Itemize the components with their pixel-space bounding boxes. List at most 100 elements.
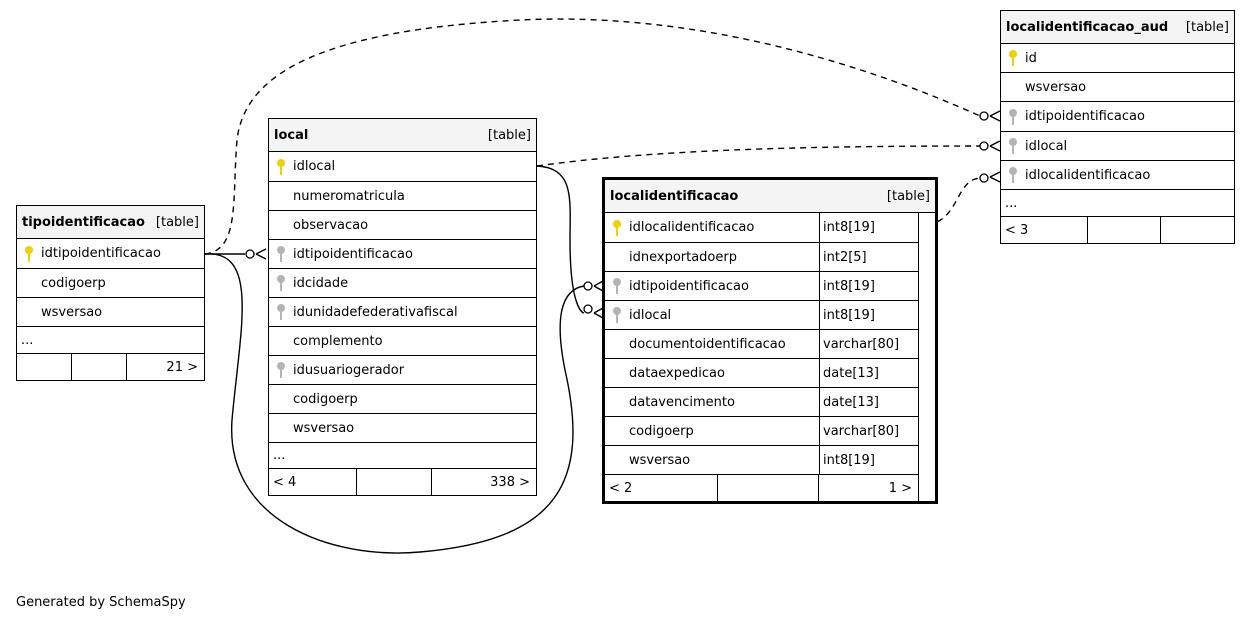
more-columns-row: ... [17, 327, 204, 354]
column-name: dataexpedicao [629, 365, 725, 381]
column-name: idunidadefederativafiscal [293, 304, 458, 320]
column-name: idtipoidentificacao [41, 246, 161, 261]
foreign-key-icon [1009, 138, 1017, 154]
column-name: idtipoidentificacao [1025, 109, 1145, 124]
foreign-key-icon [277, 246, 285, 262]
footer-parents[interactable]: < 4 [269, 469, 357, 495]
more-columns-row: ... [1001, 190, 1234, 217]
column-row[interactable]: wsversao [17, 298, 204, 327]
column-row[interactable]: documentoidentificacao varchar[80] [605, 330, 918, 359]
column-row[interactable]: idlocal [269, 152, 536, 182]
link-local-to-localidentificacao [536, 165, 585, 314]
table-footer: 21 > [17, 354, 204, 380]
table-name: localidentificacao [610, 188, 739, 204]
column-row[interactable]: wsversao int8[19] [605, 446, 918, 475]
table-localidentificacao-aud[interactable]: localidentificacao_aud [table] id wsvers… [1000, 10, 1235, 244]
primary-key-icon [613, 219, 621, 236]
footer-middle [72, 354, 127, 380]
column-name: idlocal [293, 159, 336, 174]
table-header: tipoidentificacao [table] [17, 206, 204, 239]
optional-marker [979, 141, 989, 151]
column-row[interactable]: complemento [269, 327, 536, 356]
column-row[interactable]: codigoerp [269, 385, 536, 414]
column-type: int8[19] [819, 301, 918, 329]
column-row[interactable]: idlocal int8[19] [605, 301, 918, 330]
column-type: int8[19] [819, 446, 918, 474]
column-row[interactable]: idtipoidentificacao int8[19] [605, 272, 918, 301]
footer-middle [718, 475, 819, 501]
table-header: local [table] [269, 119, 536, 152]
foreign-key-icon [277, 362, 285, 378]
generated-by-text: Generated by SchemaSpy [16, 595, 186, 610]
foreign-key-icon [613, 278, 621, 294]
column-name: id [1025, 50, 1037, 66]
table-tipoidentificacao[interactable]: tipoidentificacao [table] idtipoidentifi… [16, 205, 205, 381]
column-row[interactable]: dataexpedicao date[13] [605, 359, 918, 388]
foreign-key-icon [277, 304, 285, 320]
footer-parents[interactable]: < 2 [605, 475, 718, 501]
primary-key-icon [277, 158, 285, 175]
table-local[interactable]: local [table] idlocal numeromatricula ob… [268, 118, 537, 496]
footer-children[interactable]: 338 > [490, 474, 530, 490]
column-row[interactable]: wsversao [269, 414, 536, 443]
column-row[interactable]: idlocal [1001, 132, 1234, 161]
link-tipo-to-localidentificacao [204, 253, 585, 554]
column-name: idlocalidentificacao [629, 220, 755, 235]
optional-marker [979, 111, 989, 121]
column-row[interactable]: idlocalidentificacao int8[19] [605, 213, 918, 243]
table-name: tipoidentificacao [22, 214, 145, 230]
column-type: varchar[80] [819, 417, 918, 445]
optional-marker [583, 281, 593, 291]
column-row[interactable]: idcidade [269, 269, 536, 298]
column-row[interactable]: datavencimento date[13] [605, 388, 918, 417]
column-name: idusuariogerador [293, 362, 405, 378]
table-footer: < 4 338 > [269, 469, 536, 495]
table-kind: [table] [487, 127, 531, 143]
column-row[interactable]: codigoerp [17, 269, 204, 298]
column-row[interactable]: wsversao [1001, 73, 1234, 102]
column-row[interactable]: idusuariogerador [269, 356, 536, 385]
optional-marker [979, 173, 989, 183]
column-row[interactable]: idtipoidentificacao [17, 239, 204, 269]
optional-marker [583, 304, 593, 314]
ellipsis: ... [273, 448, 286, 463]
more-columns-row: ... [269, 443, 536, 469]
table-localidentificacao[interactable]: localidentificacao [table] idlocalidenti… [602, 177, 938, 504]
footer-parents[interactable]: < 3 [1001, 217, 1088, 243]
footer-children[interactable]: 1 > [888, 480, 912, 496]
column-type: int2[5] [819, 243, 918, 271]
footer-parents[interactable] [17, 354, 72, 380]
column-name: wsversao [293, 420, 355, 436]
column-row[interactable]: observacao [269, 211, 536, 240]
column-row[interactable]: id [1001, 44, 1234, 73]
column-name: idlocalidentificacao [1025, 167, 1151, 183]
column-name: idnexportadoerp [629, 249, 737, 265]
column-row[interactable]: codigoerp varchar[80] [605, 417, 918, 446]
column-row[interactable]: idtipoidentificacao [269, 240, 536, 269]
table-header: localidentificacao_aud [table] [1001, 11, 1234, 44]
column-name: idcidade [293, 275, 349, 291]
column-row[interactable]: idlocalidentificacao [1001, 161, 1234, 190]
footer-children[interactable] [1161, 217, 1234, 243]
link-local-to-aud [536, 145, 981, 167]
table-header: localidentificacao [table] [605, 180, 935, 213]
column-name: idlocal [629, 307, 672, 323]
column-type: int8[19] [819, 213, 918, 242]
column-name: complemento [293, 333, 383, 349]
column-name: idtipoidentificacao [629, 278, 749, 294]
column-type: date[13] [819, 388, 918, 416]
table-kind: [table] [1185, 19, 1229, 35]
column-name: observacao [293, 217, 369, 233]
column-row[interactable]: idnexportadoerp int2[5] [605, 243, 918, 272]
column-row[interactable]: idunidadefederativafiscal [269, 298, 536, 327]
foreign-key-icon [277, 275, 285, 291]
column-name: codigoerp [293, 391, 358, 407]
column-row[interactable]: numeromatricula [269, 182, 536, 211]
footer-children[interactable]: 21 > [166, 359, 198, 375]
table-name: local [274, 127, 309, 143]
table-kind: [table] [886, 188, 930, 204]
footer-middle [1088, 217, 1161, 243]
column-row[interactable]: idtipoidentificacao [1001, 102, 1234, 132]
column-name: documentoidentificacao [629, 336, 786, 352]
